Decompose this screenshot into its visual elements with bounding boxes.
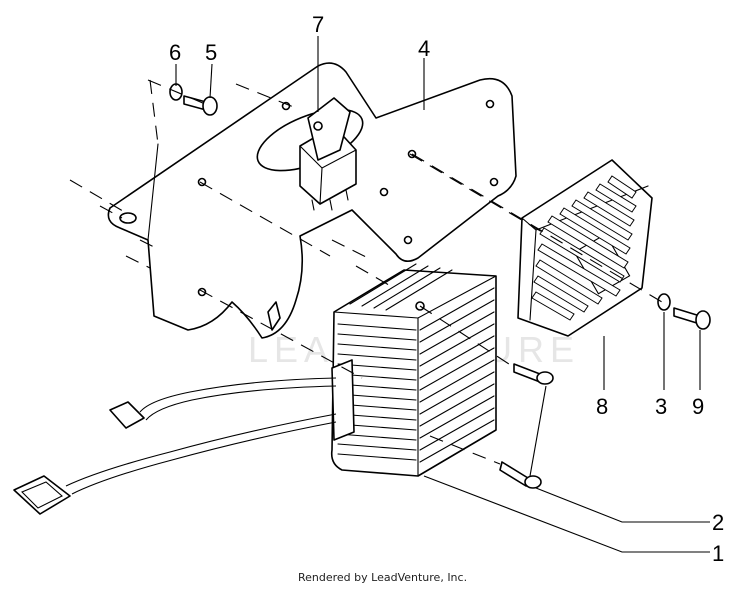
regulator-rectifier [330,263,497,477]
small-connector [109,401,145,429]
callout-8: 8 [596,394,608,419]
callout-1: 1 [712,541,724,566]
relay-switch [299,97,357,211]
heat-sink [517,159,653,337]
wire-harness [13,377,337,515]
callouts: 1 2 3 4 5 6 7 8 9 [169,12,724,566]
assembly-lines [69,79,663,465]
callout-2: 2 [712,510,724,535]
large-connector [13,475,71,515]
render-credit: Rendered by LeadVenture, Inc. [298,571,467,584]
callout-3: 3 [655,394,667,419]
washer-and-screw [657,293,711,330]
callout-6: 6 [169,40,181,65]
callout-4: 4 [418,36,430,61]
cooling-fins [337,263,495,463]
callout-7: 7 [312,12,324,37]
callout-5: 5 [205,40,217,65]
leader-lines [175,36,710,553]
bolts [499,363,554,489]
callout-9: 9 [692,394,704,419]
